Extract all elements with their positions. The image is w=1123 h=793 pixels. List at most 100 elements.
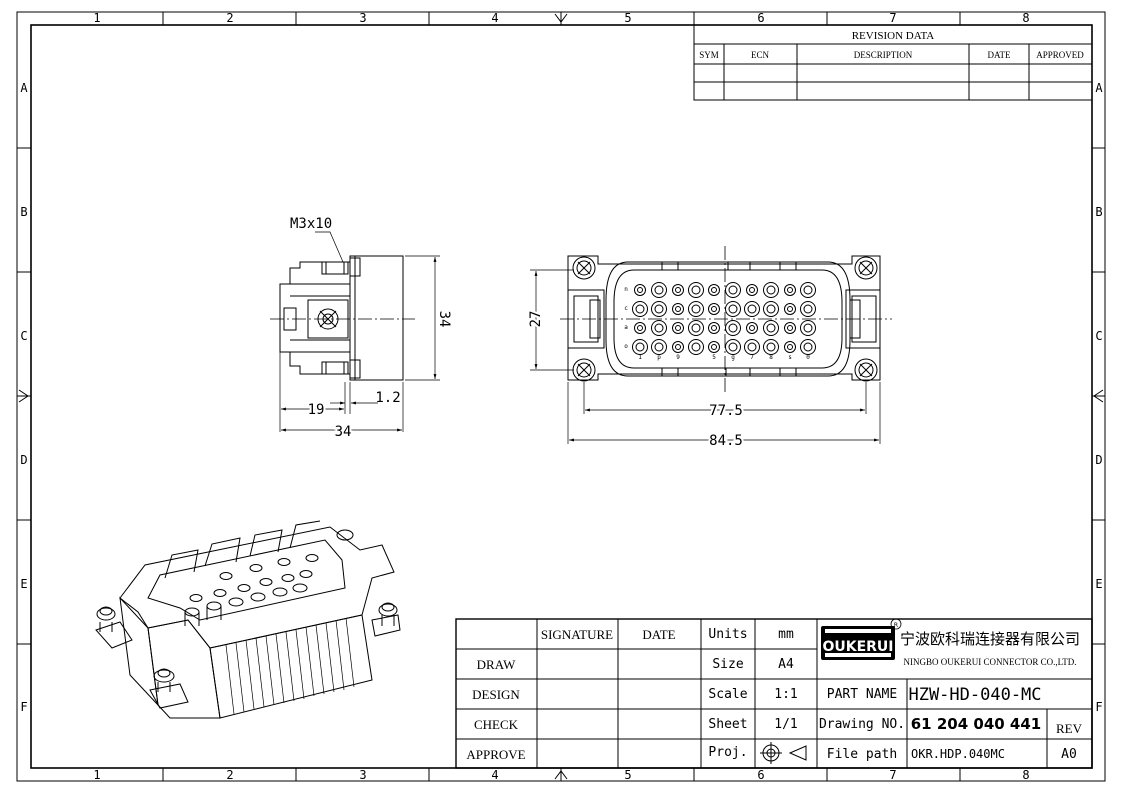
contact-cavity [688, 282, 704, 298]
signature-header: SIGNATURE [541, 627, 613, 642]
rev-header-sym: SYM [699, 50, 719, 60]
contact-cavity [784, 284, 796, 296]
insert-mark-bottom: 1 [638, 354, 642, 361]
col-label-top-5: 5 [624, 11, 631, 25]
rev-header-date: DATE [988, 50, 1011, 60]
sheet-value: 1/1 [774, 717, 797, 732]
insert-marks: n c a o 1 p 9 5 g 7 8 s 0 [624, 286, 810, 361]
col-label-bottom-3: 3 [359, 768, 366, 782]
isometric-view [95, 520, 401, 719]
row-label-left-a: A [20, 81, 28, 95]
insert-mark-bottom: g [731, 354, 735, 361]
contact-pin [675, 325, 681, 331]
contact-pin [635, 342, 645, 352]
col-label-top-1: 1 [93, 11, 100, 25]
proj-label: Proj. [708, 745, 747, 760]
contact-cavity [800, 282, 816, 298]
contact-pin [711, 287, 717, 293]
file-path-label: File path [827, 747, 897, 762]
contact-pin [691, 304, 701, 314]
insert-mark-bottom: 0 [806, 354, 810, 361]
contact-pin [654, 323, 664, 333]
contact-cavity [744, 301, 760, 317]
contact-cavity [634, 284, 646, 296]
side-view [270, 231, 440, 432]
contact-pin [635, 304, 645, 314]
row-label-right-f: F [1095, 700, 1102, 714]
contact-cavity [708, 322, 720, 334]
row-label-left-b: B [20, 205, 27, 219]
contact-pin [803, 285, 813, 295]
dim-front-77-5: 77.5 [709, 403, 743, 419]
contact-pin [803, 342, 813, 352]
col-label-bottom-4: 4 [491, 768, 498, 782]
contact-pin [766, 323, 776, 333]
contact-pin [747, 342, 757, 352]
file-path-value: OKR.HDP.040MC [911, 747, 1005, 761]
row-label-left-e: E [20, 577, 27, 591]
svg-text:R: R [894, 622, 898, 629]
insert-mark-left: n [624, 286, 628, 293]
contact-pin [637, 325, 643, 331]
contact-pin [637, 287, 643, 293]
dim-side-width: 34 [335, 424, 352, 440]
contact-cavity [672, 303, 684, 315]
insert-mark-bottom: 8 [769, 354, 773, 361]
row-label-left-d: D [20, 453, 27, 467]
contact-cavity [672, 322, 684, 334]
row-label-right-e: E [1095, 577, 1102, 591]
contact-cavity [688, 301, 704, 317]
contact-cavity [763, 320, 779, 336]
company-name-english: NINGBO OUKERUI CONNECTOR CO.,LTD. [903, 657, 1076, 667]
contact-pin [654, 304, 664, 314]
contact-pin [691, 323, 701, 333]
units-value: mm [778, 627, 794, 642]
contact-cavity [632, 301, 648, 317]
drawing-number-value: 61 204 040 441 [911, 715, 1041, 733]
contact-cavity [784, 322, 796, 334]
contact-cavity [784, 303, 796, 315]
contact-cavity [746, 284, 758, 296]
drawing-no-label: Drawing NO. [819, 717, 905, 732]
contact-cavity [763, 282, 779, 298]
contact-cavity [708, 303, 720, 315]
contact-pin [675, 287, 681, 293]
dim-side-19: 19 [308, 402, 325, 418]
company-name-chinese: 宁波欧科瑞连接器有限公司 [900, 630, 1080, 648]
contact-pin [787, 306, 793, 312]
contact-pin [749, 325, 755, 331]
contact-pin [675, 344, 681, 350]
dim-side-1-2: 1.2 [375, 390, 400, 406]
rev-label: REV [1056, 721, 1083, 736]
row-label-right-b: B [1095, 205, 1102, 219]
role-draw: DRAW [477, 657, 516, 672]
part-name-value: HZW-HD-040-MC [908, 685, 1041, 705]
contact-pin [787, 344, 793, 350]
contact-cavity [725, 282, 741, 298]
insert-mark-left: o [624, 343, 628, 350]
contact-cavity [651, 301, 667, 317]
side-view-dimensions: M3x10 34 19 1.2 34 [290, 216, 452, 442]
insert-mark-bottom: 7 [750, 354, 754, 361]
rev-value: A0 [1061, 747, 1077, 762]
col-label-top-3: 3 [359, 11, 366, 25]
rev-header-description: DESCRIPTION [854, 50, 913, 60]
contact-cavity [725, 301, 741, 317]
contact-pin [766, 304, 776, 314]
insert-mark-left: a [624, 324, 628, 331]
role-approve: APPROVE [466, 747, 525, 762]
dim-side-height: 34 [436, 311, 452, 328]
insert-mark-bottom: 5 [712, 354, 716, 361]
contact-cavity [800, 320, 816, 336]
oukerui-logo: OUKERUI R [821, 618, 902, 660]
size-value: A4 [778, 657, 794, 672]
col-label-bottom-6: 6 [757, 768, 764, 782]
contact-pin [711, 306, 717, 312]
row-label-right-c: C [1095, 329, 1102, 343]
front-view [530, 246, 892, 444]
contact-pin [787, 287, 793, 293]
contact-cavity [708, 284, 720, 296]
contact-pin [654, 342, 664, 352]
contact-cavity [725, 320, 741, 336]
col-label-bottom-8: 8 [1022, 768, 1029, 782]
